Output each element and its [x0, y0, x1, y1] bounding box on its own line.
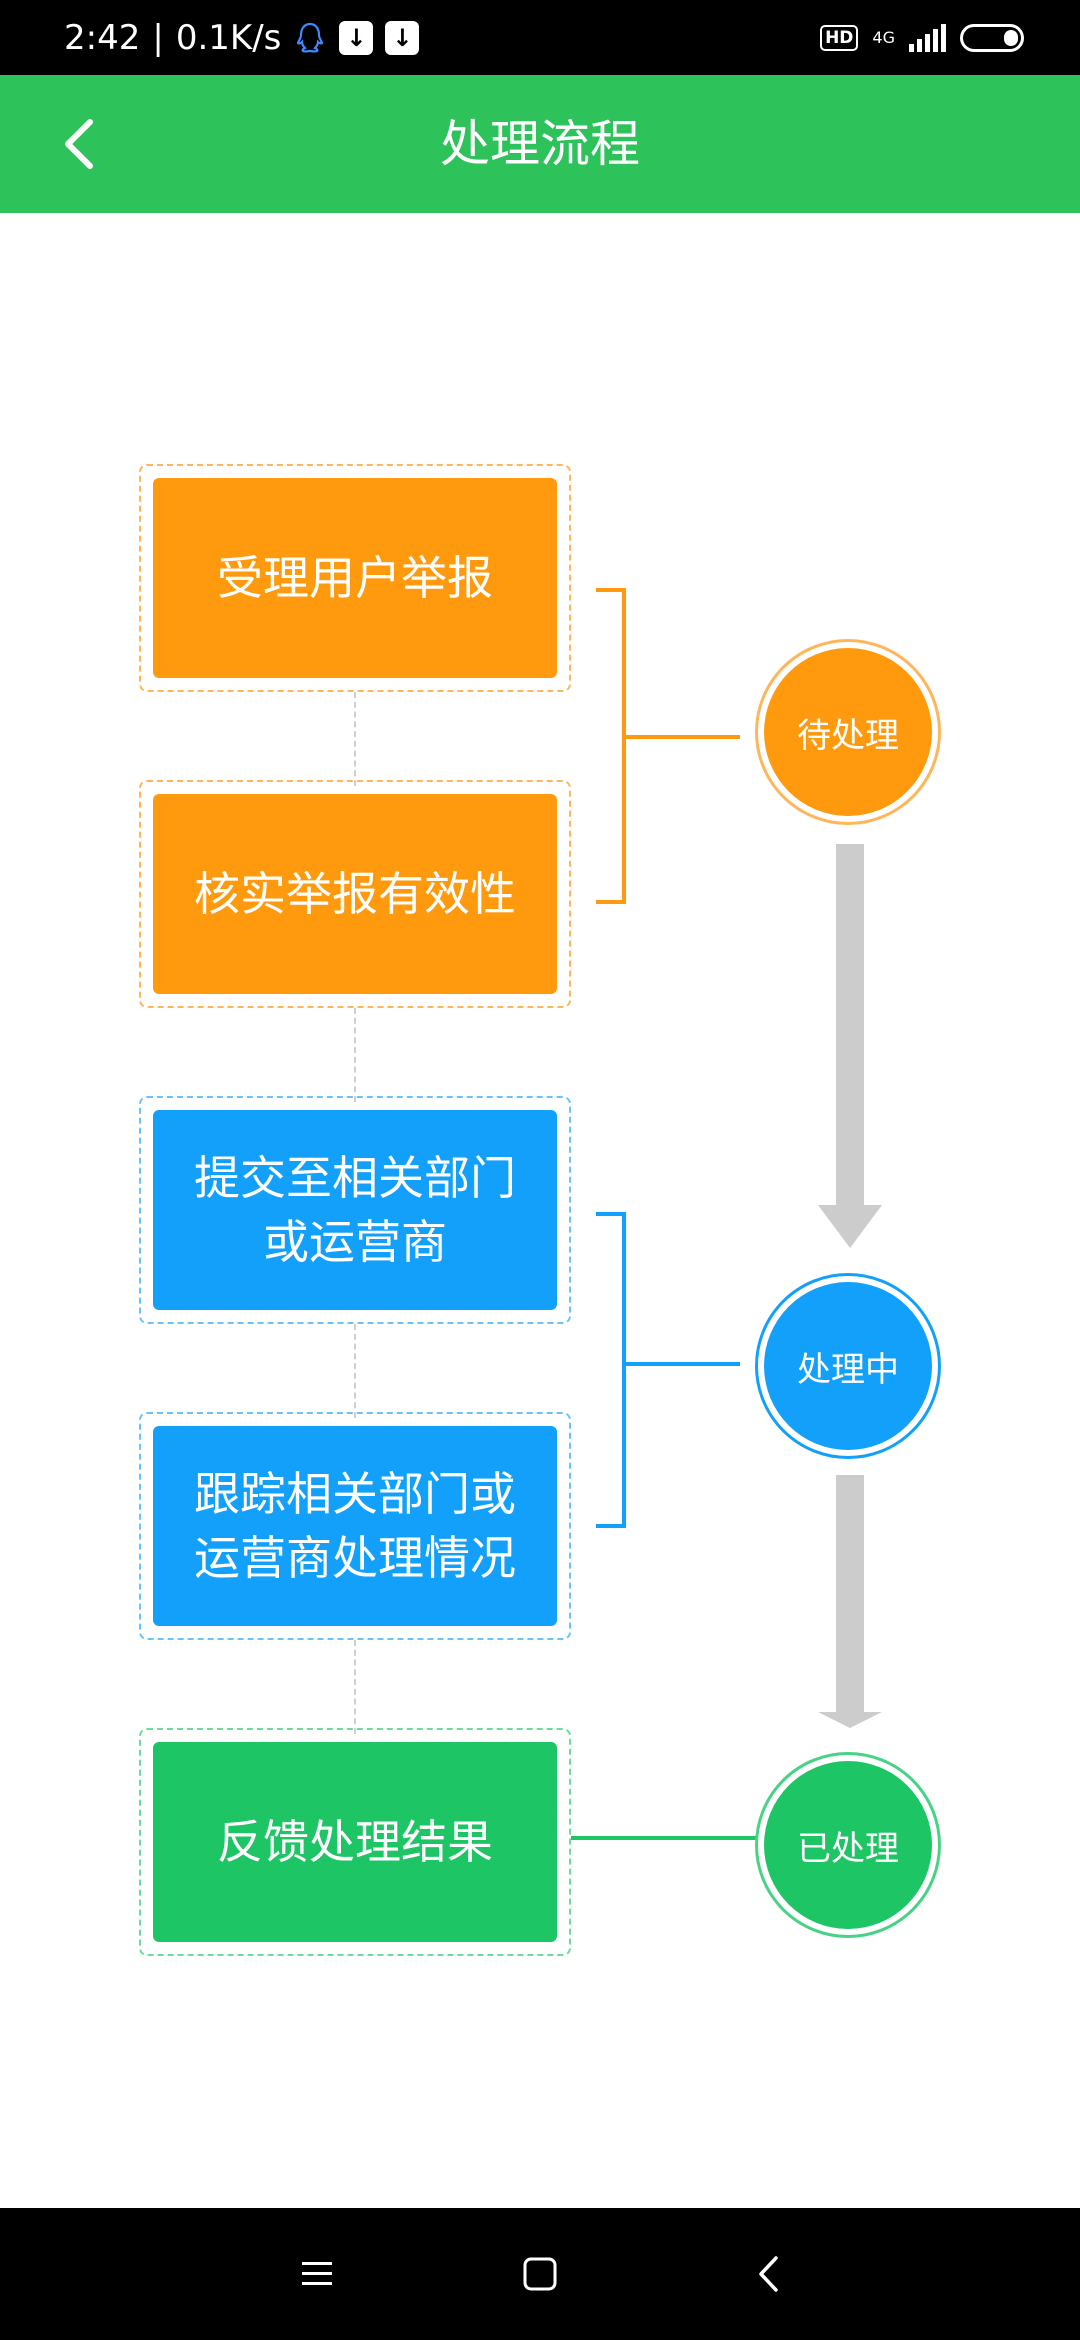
nav-menu-button[interactable]: [281, 2238, 353, 2310]
step-submit-department: 提交至相关部门 或运营商: [153, 1110, 557, 1310]
step-feedback-result: 反馈处理结果: [153, 1742, 557, 1942]
system-nav-bar: [0, 2208, 1080, 2340]
nav-back-button[interactable]: [732, 2238, 804, 2310]
network-type: 4G: [872, 27, 895, 47]
square-icon: [523, 2257, 557, 2291]
status-processing: 处理中: [755, 1273, 941, 1459]
step-connector: [354, 692, 356, 786]
step-card: 反馈处理结果: [139, 1728, 571, 1956]
nav-home-button[interactable]: [504, 2238, 576, 2310]
download-icon: ↓: [339, 20, 374, 55]
status-processing-label: 处理中: [764, 1282, 932, 1450]
step-connector: [354, 1324, 356, 1418]
bracket-processing: [596, 1212, 626, 1528]
menu-icon: [302, 2262, 332, 2285]
arrow-down-icon: [818, 844, 882, 1248]
signal-icon: [909, 23, 946, 52]
page-title: 处理流程: [440, 115, 640, 173]
back-button[interactable]: [48, 110, 112, 178]
status-done-label: 已处理: [764, 1761, 932, 1929]
hd-icon: HD: [820, 24, 859, 51]
step-track-progress: 跟踪相关部门或 运营商处理情况: [153, 1426, 557, 1626]
status-pending-label: 待处理: [764, 648, 932, 816]
back-triangle-icon: [759, 2256, 778, 2292]
chevron-left-icon: [65, 119, 93, 169]
status-separator: |: [152, 17, 164, 58]
arrow-down-icon: [818, 1475, 882, 1728]
status-time: 2:42: [64, 17, 141, 58]
step-card: 核实举报有效性: [139, 780, 571, 1008]
step-card: 跟踪相关部门或 运营商处理情况: [139, 1412, 571, 1640]
step-card: 受理用户举报: [139, 464, 571, 692]
battery-icon: [960, 23, 1024, 52]
download-icon: ↓: [385, 20, 420, 55]
app-header: 处理流程: [0, 75, 1080, 213]
step-receive-report: 受理用户举报: [153, 478, 557, 678]
step-verify-report: 核实举报有效性: [153, 794, 557, 994]
status-done: 已处理: [755, 1752, 941, 1938]
status-bar: 2:42 | 0.1K/s ↓ ↓ HD 4G: [0, 0, 1080, 75]
status-pending: 待处理: [755, 639, 941, 825]
step-connector: [354, 1640, 356, 1734]
bracket-pending: [596, 588, 626, 904]
step-connector: [354, 1008, 356, 1102]
status-net-speed: 0.1K/s: [175, 17, 282, 58]
step-card: 提交至相关部门 或运营商: [139, 1096, 571, 1324]
qq-icon: [297, 22, 324, 53]
